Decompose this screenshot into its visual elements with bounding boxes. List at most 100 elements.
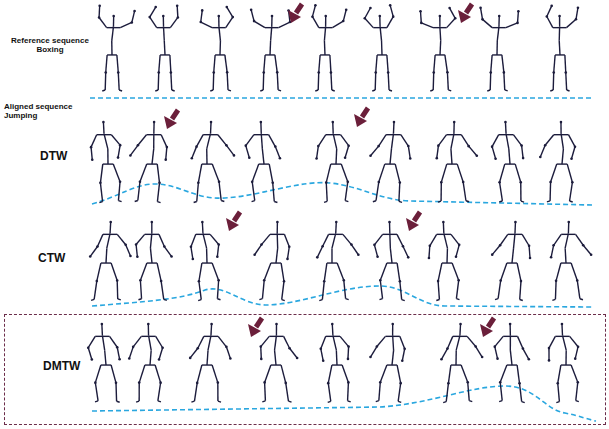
bone xyxy=(402,300,405,301)
joint xyxy=(210,323,213,326)
joint xyxy=(117,156,120,159)
bone xyxy=(438,135,446,146)
bone xyxy=(395,164,400,182)
bone xyxy=(265,27,279,28)
joint xyxy=(279,157,282,160)
bone xyxy=(324,201,327,202)
joint xyxy=(133,10,136,13)
bone xyxy=(94,281,97,299)
bone xyxy=(138,299,141,300)
bone xyxy=(317,246,322,257)
bone xyxy=(390,248,392,263)
bone xyxy=(139,365,145,383)
joint xyxy=(342,20,345,23)
joint xyxy=(522,347,525,350)
joint xyxy=(331,121,334,124)
joint xyxy=(379,15,382,18)
bone xyxy=(260,90,263,91)
bone xyxy=(381,41,383,55)
alignment-curve xyxy=(92,286,592,307)
joint xyxy=(467,145,470,148)
bone xyxy=(210,90,213,91)
bone xyxy=(332,90,335,91)
bone xyxy=(380,280,382,298)
bone xyxy=(218,16,220,27)
bone xyxy=(317,72,319,90)
bone xyxy=(170,72,172,90)
bone xyxy=(583,245,591,254)
bone xyxy=(392,335,394,350)
bone xyxy=(341,135,349,146)
bone xyxy=(212,263,219,280)
bone xyxy=(549,336,555,348)
bone xyxy=(262,72,264,90)
stick-figure xyxy=(250,8,291,90)
bone xyxy=(451,234,459,245)
bone xyxy=(372,90,375,91)
bone xyxy=(387,17,393,28)
bone xyxy=(521,201,524,202)
joint xyxy=(233,154,236,157)
bone xyxy=(118,182,120,201)
joint xyxy=(369,356,372,359)
joint xyxy=(529,257,532,260)
bone xyxy=(393,122,395,134)
bone xyxy=(207,350,208,365)
bone xyxy=(438,201,441,202)
bone xyxy=(385,336,399,337)
joint xyxy=(244,144,247,147)
pointer-arrow xyxy=(248,318,262,337)
bone xyxy=(570,182,573,201)
bone xyxy=(561,364,571,365)
bone xyxy=(97,234,102,246)
bone xyxy=(510,350,512,365)
bone xyxy=(219,27,221,41)
bone xyxy=(271,16,273,27)
bone xyxy=(251,10,254,21)
stick-figure xyxy=(148,4,179,91)
bone xyxy=(148,324,150,335)
bone xyxy=(500,234,508,245)
bone xyxy=(157,72,159,90)
joint xyxy=(189,357,192,360)
joint xyxy=(317,71,320,74)
bone xyxy=(501,263,507,280)
bone xyxy=(152,149,154,164)
bone xyxy=(260,122,262,134)
bone xyxy=(343,10,346,21)
bone xyxy=(401,135,409,146)
bone xyxy=(510,335,511,350)
joint xyxy=(560,121,563,124)
bone xyxy=(505,122,507,134)
bone xyxy=(163,27,165,41)
bone xyxy=(520,383,522,401)
bone xyxy=(157,27,171,28)
bone xyxy=(447,134,462,135)
bone xyxy=(346,299,349,300)
bone xyxy=(136,401,139,402)
bone xyxy=(163,16,165,27)
joint xyxy=(466,381,469,384)
joint xyxy=(435,157,438,160)
bone xyxy=(290,348,298,358)
joint xyxy=(331,323,334,326)
bone xyxy=(461,365,468,382)
bone xyxy=(91,299,94,300)
bone xyxy=(497,27,499,41)
bone xyxy=(117,347,119,359)
bone xyxy=(547,201,550,202)
stick-figure xyxy=(87,323,121,403)
bone xyxy=(335,149,337,164)
bone xyxy=(444,233,448,248)
bone xyxy=(571,365,578,382)
bone xyxy=(376,401,379,402)
bone xyxy=(556,402,559,403)
stick-figure xyxy=(311,4,347,91)
bone xyxy=(459,324,461,335)
bone xyxy=(487,90,490,91)
stick-figure xyxy=(546,5,580,91)
bone xyxy=(138,383,139,401)
arrow-head xyxy=(458,10,471,23)
bone xyxy=(271,262,281,263)
bone xyxy=(517,365,519,383)
